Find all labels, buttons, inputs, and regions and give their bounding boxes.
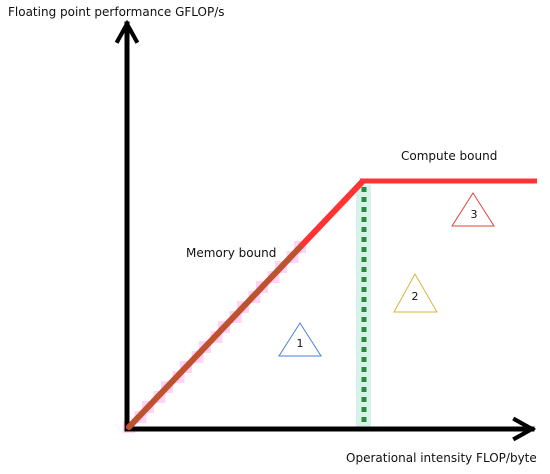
triangle-marker-3: 3 [451,192,495,227]
triangle-marker-2: 2 [393,272,438,313]
memory-bound-roof [126,244,303,430]
triangle-marker-1: 1 [278,322,322,357]
ridge-highlight [356,185,371,427]
triangle-marker-3-label: 3 [471,208,478,221]
triangle-marker-1-label: 1 [297,337,304,350]
compute-bound-label: Compute bound [401,149,497,163]
memory-bound-label: Memory bound [186,246,276,260]
y-axis-label: Floating point performance GFLOP/s [8,5,225,19]
triangle-marker-2-label: 2 [412,290,419,303]
x-axis-label: Operational intensity FLOP/byte [346,451,537,465]
